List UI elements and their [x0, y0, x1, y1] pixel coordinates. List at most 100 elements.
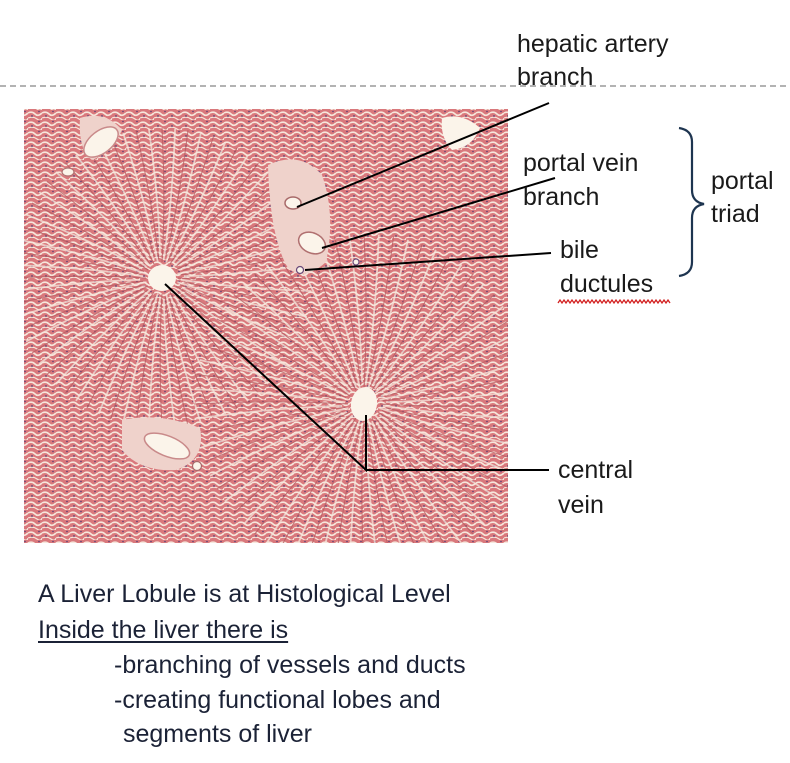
portal-triad-label-line1: portal [711, 167, 774, 195]
hepatocyte-plate [194, 388, 346, 404]
caption-bullet-2: -creating functional lobes and [114, 686, 441, 714]
central-vein-lumen [148, 265, 176, 291]
hepatocyte-plate [379, 414, 504, 503]
hepatocyte-plate [381, 305, 504, 393]
hepatocyte-plate [224, 305, 349, 394]
hepatocyte-plate [162, 128, 176, 260]
hepatocyte-plate [31, 285, 149, 354]
hepatocyte-plate [371, 256, 450, 391]
hepatocyte-plate [46, 289, 148, 375]
hepatocyte-plate [97, 297, 154, 415]
bile-ductule-lumen [352, 258, 360, 266]
hepatocyte-plate [216, 318, 351, 397]
hepatocyte-plate [148, 128, 161, 257]
hepatocyte-plate [348, 234, 363, 383]
spellcheck-underline [557, 298, 671, 305]
hepatocyte-plate [75, 154, 151, 261]
hepatocyte-plate [165, 130, 189, 257]
hepatocyte-plate [196, 406, 346, 435]
hepatocyte-plate [311, 421, 359, 543]
portal-triad-label-line2: triad [711, 200, 760, 228]
hepatocyte-plate [375, 421, 463, 543]
hepatocyte-plate [175, 162, 259, 262]
bile-ductules-leader [304, 252, 552, 271]
hepatocyte-plate [193, 401, 349, 405]
hepatocyte-plate [169, 294, 227, 415]
hepatocyte-plate [254, 420, 351, 535]
hepatocyte-plate [371, 420, 429, 543]
hepatocyte-plate [366, 422, 388, 543]
hepatocyte-plate [173, 292, 259, 394]
hepatocyte-plate [65, 294, 149, 394]
hepatocyte-plate [224, 415, 347, 503]
hepatocyte-plate [375, 418, 474, 535]
hepatocyte-plate [86, 291, 155, 409]
hepatic-artery-label-line2: branch [517, 63, 594, 91]
hepatocyte-plate [337, 425, 361, 543]
hepatocyte-plate [165, 293, 202, 424]
hepatocyte-plate [177, 277, 313, 281]
hepatocyte-plate [180, 278, 312, 292]
hepatocyte-plate [24, 227, 145, 273]
portal-vein-label-line2: branch [523, 183, 600, 211]
hepatocyte-plate [204, 410, 344, 463]
hepatocyte-plate [349, 422, 364, 543]
hepatocyte-plate [374, 414, 485, 525]
hepatocyte-plate [135, 130, 160, 260]
histology-micrograph [24, 109, 508, 543]
hepatocyte-plate [243, 283, 354, 394]
vessel-lumen [143, 432, 191, 460]
hepatic-artery-leader [296, 102, 550, 208]
hepatocyte-plate [380, 417, 495, 514]
hepatocyte-plate [381, 409, 508, 458]
hepatocyte-plate [377, 320, 508, 397]
hepatocyte-plate [282, 417, 357, 543]
hepatocyte-plate [379, 403, 508, 407]
hepatocyte-plate [382, 379, 508, 402]
hepatocyte-plate [55, 288, 152, 385]
hepatocyte-plate [31, 202, 149, 271]
hepatocyte-plate [367, 239, 409, 389]
hepatocyte-plate [176, 181, 278, 267]
hepatocyte-plate [38, 289, 145, 365]
hepatocyte-plate [163, 299, 176, 428]
vessel-lumen [441, 116, 480, 150]
hepatocyte-plate [374, 264, 463, 389]
hepatocyte-plate [148, 296, 162, 428]
hepatic-artery-label-line1: hepatic artery [517, 30, 669, 58]
central-vein-label-line1: central [558, 456, 634, 484]
hepatocyte-plate [377, 273, 474, 388]
hepatocyte-plate [169, 291, 238, 409]
hepatocyte-plate [178, 291, 278, 375]
hepatocyte-plate [367, 419, 402, 543]
caption-bullet-1: -branching of vessels and ducts [114, 651, 466, 679]
hepatocyte-plate [24, 275, 147, 279]
hepatocyte-plate [122, 132, 159, 263]
central-vein-label-line2: vein [558, 491, 604, 519]
hepatocyte-plate [110, 295, 157, 420]
hepatocyte-plate [377, 411, 508, 488]
hepatocyte-plate [25, 285, 146, 343]
hepatocyte-plate [364, 234, 380, 386]
hepatocyte-plate [159, 293, 163, 429]
hepatocyte-plate [46, 181, 146, 265]
hepatocyte-plate [385, 391, 508, 403]
caption-subtitle: Inside the liver there is [38, 616, 289, 644]
hepatocyte-plate [65, 162, 151, 264]
caption-title: A Liver Lobule is at Histological Level [38, 580, 451, 608]
hepatocyte-plate [333, 236, 362, 386]
hepatocyte-plate [75, 293, 152, 402]
portal-triad-brace [678, 126, 705, 278]
hepatocyte-plate [382, 404, 508, 419]
hepatocyte-plate [379, 407, 508, 445]
hepatocyte-plate [297, 423, 356, 543]
hepatocyte-plate [367, 236, 395, 383]
hepatocyte-plate [161, 127, 165, 263]
hepatocyte-plate [204, 345, 347, 399]
hepatocyte-plate [379, 365, 508, 401]
hepatocyte-plate [38, 191, 147, 268]
hepatocyte-plate [194, 405, 343, 420]
hepatocyte-plate [135, 299, 159, 426]
hepatocyte-plate [265, 264, 353, 387]
